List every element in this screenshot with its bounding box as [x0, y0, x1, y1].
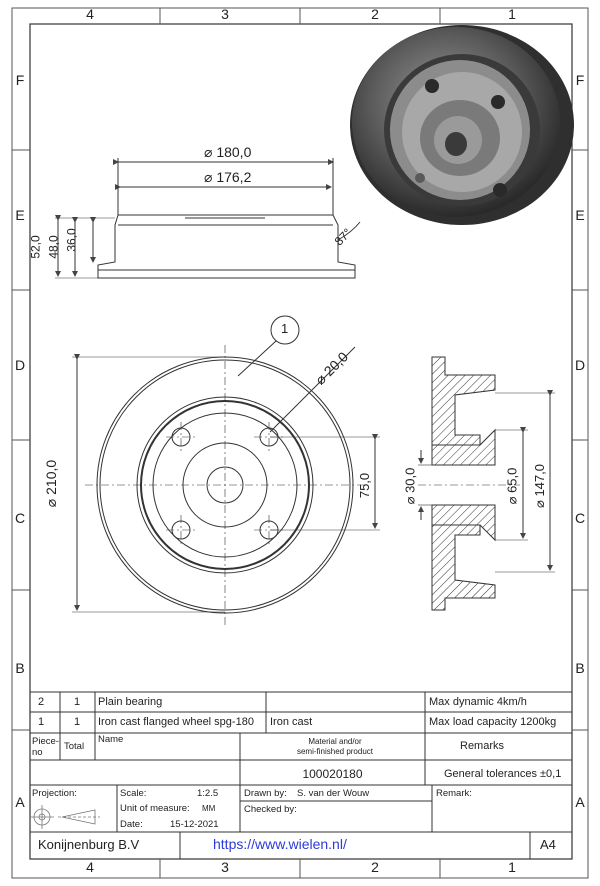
zone-col-3: 3: [221, 6, 229, 22]
website-link[interactable]: https://www.wielen.nl/: [213, 836, 347, 852]
zone-row-b: B: [15, 660, 25, 676]
dim-bolt-spacing: 75,0: [357, 472, 373, 499]
sheet-size: A4: [540, 837, 556, 852]
zone-col-4: 4: [86, 6, 94, 22]
bom-header-total: Total: [64, 741, 85, 752]
isometric-wheel-render: [350, 25, 574, 225]
bom-header-piece: Piece- no: [32, 736, 59, 758]
bom-row-1-remarks: Max load capacity 1200kg: [429, 716, 557, 728]
projection-symbol: [30, 805, 100, 829]
bom-header-material: Material and/or semi-finished product: [296, 737, 374, 756]
zone-col-1-bottom: 1: [508, 859, 516, 875]
zone-row-b-right: B: [575, 660, 585, 676]
inner-border: [29, 23, 573, 860]
zone-col-2: 2: [371, 6, 379, 22]
dim-pitch-diameter: ⌀ 147,0: [532, 464, 547, 508]
zone-row-d-right: D: [574, 357, 586, 373]
part-number: 100020180: [302, 767, 363, 781]
front-view: [72, 315, 380, 625]
zone-row-e-right: E: [575, 207, 585, 223]
date-value: 15-12-2021: [170, 819, 219, 830]
company-name: Konijnenburg B.V: [38, 837, 140, 852]
zone-row-c: C: [14, 510, 26, 526]
zone-row-f-right: F: [575, 72, 585, 88]
zone-col-1: 1: [508, 6, 516, 22]
zone-row-a: A: [15, 794, 25, 810]
bom-header-remarks: Remarks: [460, 740, 505, 752]
dim-hub-diameter: ⌀ 65,0: [504, 467, 520, 505]
zone-row-f: F: [15, 72, 25, 88]
zone-row-c-right: C: [574, 510, 586, 526]
balloon-label: 1: [281, 321, 289, 336]
bom-row-2-total: 1: [74, 696, 81, 708]
bom-row-2-remarks: Max dynamic 4km/h: [429, 696, 527, 708]
dim-diameter-210: ⌀ 210,0: [43, 459, 60, 508]
scale-label: Scale:: [120, 788, 147, 799]
zone-row-e: E: [15, 207, 25, 223]
dim-outer-diameter: ⌀ 180,0: [204, 144, 252, 160]
dim-bore-diameter: ⌀ 30,0: [402, 467, 418, 505]
title-block-grid: [30, 691, 572, 859]
zone-col-3-bottom: 3: [221, 859, 229, 875]
zone-col-4-bottom: 4: [86, 859, 94, 875]
section-view: [418, 356, 555, 611]
bom-header-name: Name: [98, 734, 124, 745]
bom-row-1-total: 1: [74, 716, 81, 728]
unit-label: Unit of measure:: [120, 803, 190, 814]
dim-height-48: 48,0: [46, 235, 61, 259]
side-view: [55, 158, 361, 279]
zone-row-a-right: A: [575, 794, 585, 810]
bom-row-1-name: Iron cast flanged wheel spg-180: [98, 716, 254, 728]
bom-row-1-material: Iron cast: [270, 716, 313, 728]
bom-row-2-name: Plain bearing: [98, 696, 163, 708]
general-tolerances: General tolerances ±0,1: [444, 768, 562, 780]
unit-value: MM: [202, 804, 216, 813]
zone-col-2-bottom: 2: [371, 859, 379, 875]
zone-row-d: D: [14, 357, 26, 373]
checked-by-label: Checked by:: [244, 804, 297, 815]
scale-value: 1:2.5: [197, 788, 219, 799]
dim-height-52: 52,0: [28, 235, 43, 259]
dim-inner-diameter: ⌀ 176,2: [204, 169, 252, 185]
drawn-by-value: S. van der Wouw: [297, 788, 370, 799]
date-label: Date:: [120, 819, 143, 830]
bom-row-1-piece: 1: [38, 716, 45, 728]
projection-label: Projection:: [32, 788, 77, 799]
bom-row-2-piece: 2: [38, 696, 45, 708]
remark-label: Remark:: [436, 788, 472, 799]
dim-height-36: 36,0: [64, 228, 79, 252]
drawn-by-label: Drawn by:: [244, 788, 287, 799]
